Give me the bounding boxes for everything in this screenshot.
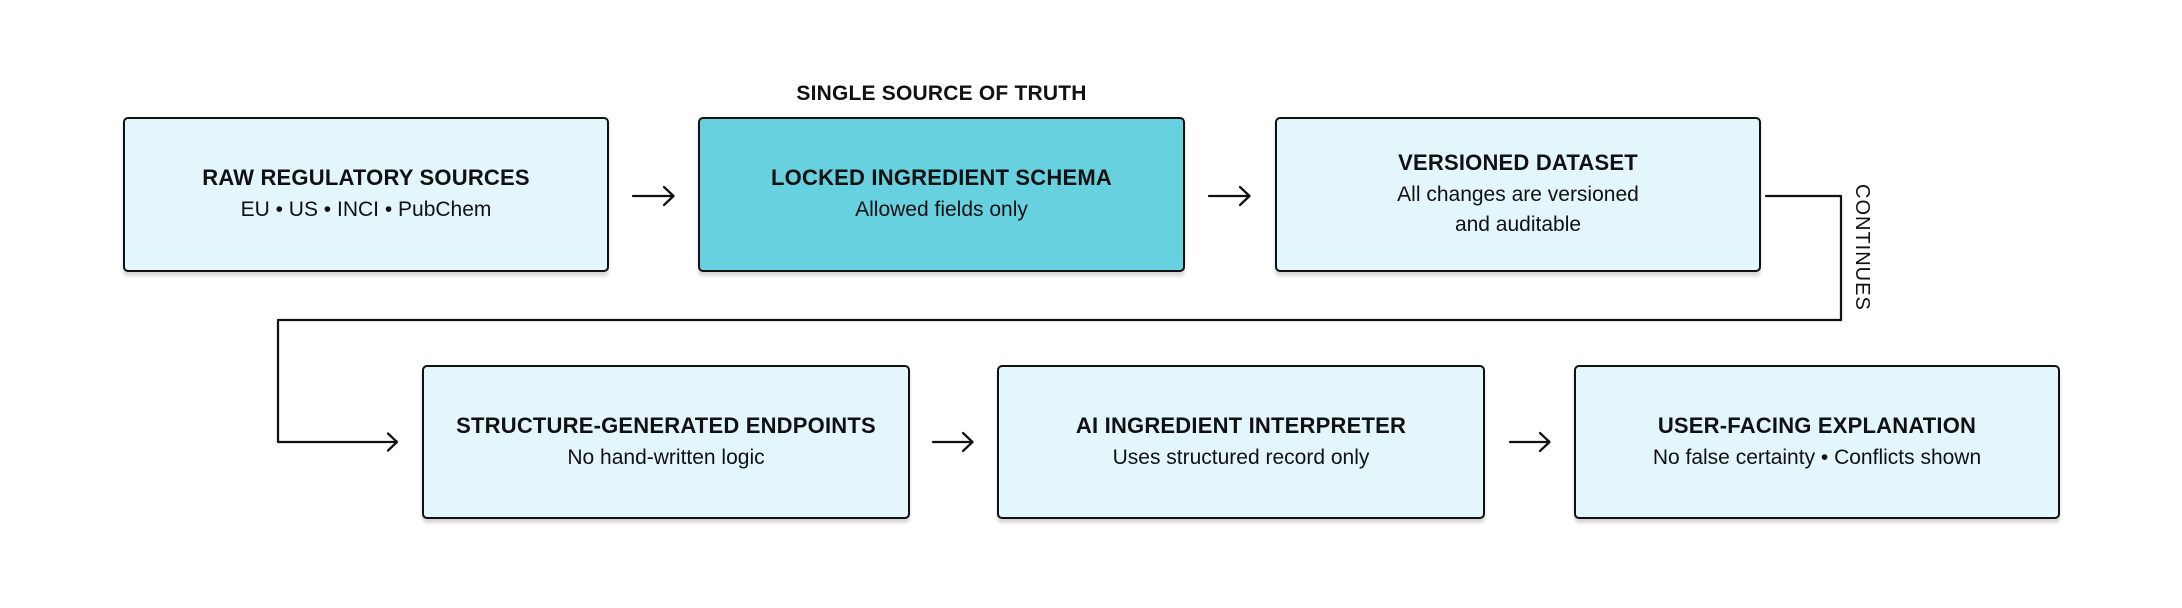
node-ai-ingredient-interpreter: AI INGREDIENT INTERPRETER Uses structure… — [997, 365, 1485, 519]
node-locked-ingredient-schema: LOCKED INGREDIENT SCHEMA Allowed fields … — [698, 117, 1185, 272]
node-title: VERSIONED DATASET — [1398, 150, 1638, 175]
node-subtitle: No hand-written logic — [567, 445, 765, 469]
node-title: USER-FACING EXPLANATION — [1657, 412, 1977, 438]
node-subtitle: Uses structured record only — [1112, 445, 1370, 469]
node-versioned-dataset: VERSIONED DATASET All changes are versio… — [1275, 117, 1761, 272]
node-subtitle: No false certainty • Conflicts shown — [1652, 445, 1982, 469]
arrow-head-icon — [662, 185, 675, 207]
continues-connector-line — [276, 194, 1843, 444]
arrow-head-icon — [386, 432, 399, 452]
arrow-head-icon — [961, 431, 974, 453]
node-title: RAW REGULATORY SOURCES — [202, 165, 530, 190]
node-title: LOCKED INGREDIENT SCHEMA — [771, 165, 1112, 190]
arrow-head-icon — [1538, 431, 1551, 453]
node-subtitle: EU • US • INCI • PubChem — [240, 198, 492, 221]
node-subtitle: Allowed fields only — [855, 198, 1028, 221]
node-subtitle: All changes are versioned and auditable — [1397, 183, 1639, 236]
node-structure-generated-endpoints: STRUCTURE-GENERATED ENDPOINTS No hand-wr… — [422, 365, 910, 519]
node-raw-regulatory-sources: RAW REGULATORY SOURCES EU • US • INCI • … — [123, 117, 609, 272]
node-title: STRUCTURE-GENERATED ENDPOINTS — [456, 412, 876, 438]
continues-label: CONTINUES — [1851, 184, 1873, 311]
node-title: AI INGREDIENT INTERPRETER — [1075, 412, 1407, 438]
single-source-of-truth-label: SINGLE SOURCE OF TRUTH — [796, 82, 1087, 105]
arrow-head-icon — [1238, 185, 1251, 207]
node-user-facing-explanation: USER-FACING EXPLANATION No false certain… — [1574, 365, 2060, 519]
